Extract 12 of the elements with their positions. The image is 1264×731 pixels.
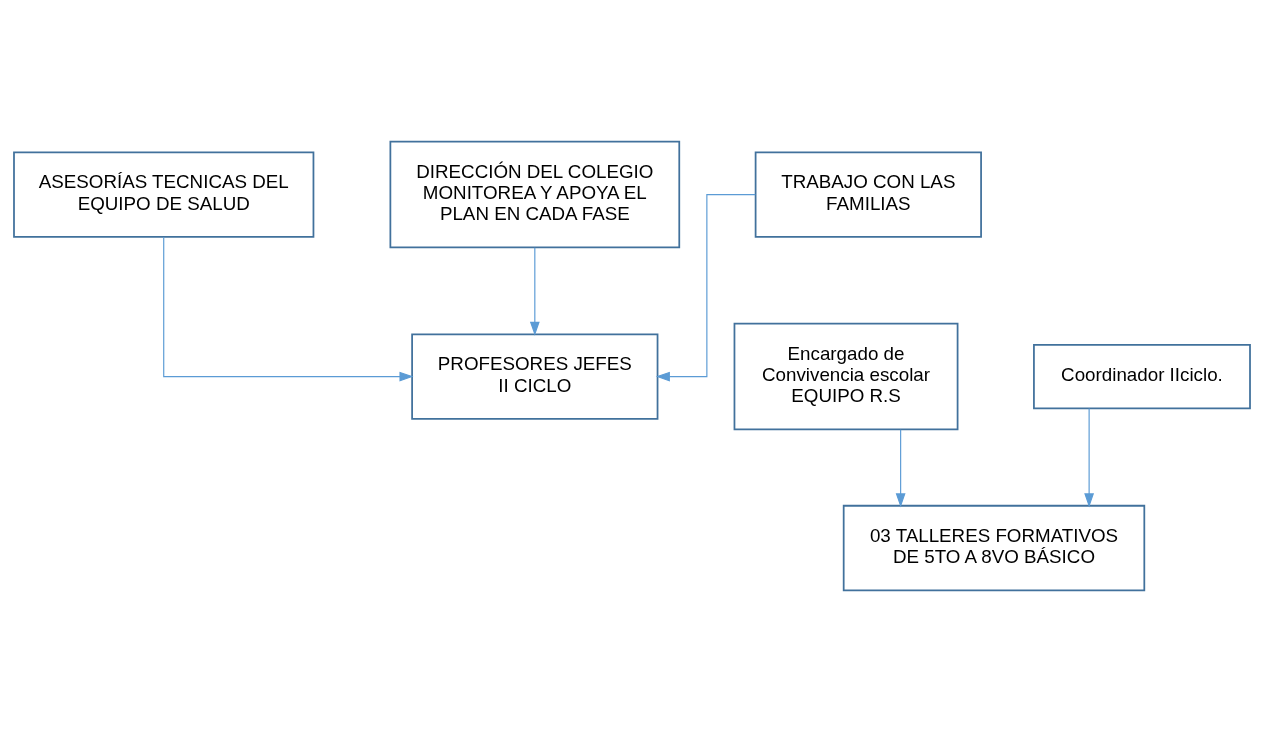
node-box: ASESORÍAS TECNICAS DEL EQUIPO DE SALUD [13,150,315,238]
node-box: Coordinador IIciclo. [1033,343,1251,409]
node-box: DIRECCIÓN DEL COLEGIO MONITOREA Y APOYA EL PLAN EN CADA FASE [389,140,681,248]
node-box: 03 TALLERES FORMATIVOS DE 5TO A 8VO BÁSICO [842,504,1146,591]
arrow [655,193,756,381]
arrow [529,246,540,336]
arrow [163,236,414,381]
node-box: PROFESORES JEFES II CICLO [411,332,659,420]
arrow [1084,407,1095,507]
arrow [895,428,906,507]
node-box: TRABAJO CON LAS FAMILIAS [754,150,982,238]
node-box: Encargado de Convivencia escolar EQUIPO R.S [733,322,959,430]
